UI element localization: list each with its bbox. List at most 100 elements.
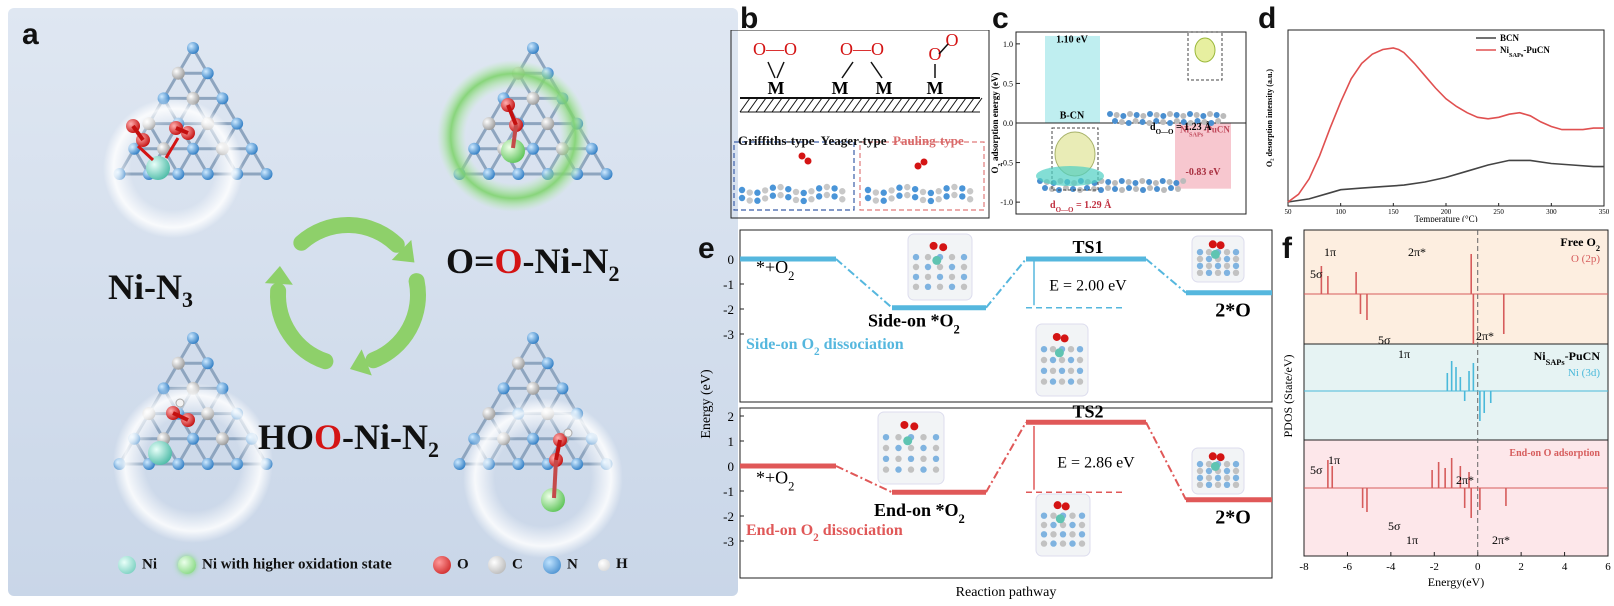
lattice-atom bbox=[920, 444, 927, 452]
surface-hatch bbox=[739, 97, 751, 113]
lattice-atom bbox=[960, 283, 968, 290]
lattice-atom bbox=[1058, 356, 1066, 364]
surface-hatch bbox=[771, 97, 783, 113]
sheet-atom bbox=[1118, 119, 1125, 125]
surface-hatch bbox=[755, 97, 767, 113]
h-atom bbox=[175, 398, 185, 408]
o-bond bbox=[175, 126, 189, 135]
lattice-atom bbox=[1078, 512, 1086, 519]
sheet-atom bbox=[808, 188, 815, 195]
lattice-atom bbox=[882, 434, 890, 441]
lattice-atom bbox=[932, 466, 940, 473]
axes-frame bbox=[1287, 29, 1605, 207]
ni-atom-icon bbox=[118, 556, 136, 574]
sheet-atom bbox=[800, 189, 807, 197]
sheet-atom bbox=[864, 186, 872, 194]
x-tick-label: 200 bbox=[1441, 208, 1452, 216]
o-atom bbox=[1060, 334, 1069, 343]
surface-hatch bbox=[963, 97, 975, 113]
charge-box-bottom bbox=[1051, 127, 1099, 191]
lattice-atom bbox=[907, 455, 915, 462]
o-atom bbox=[804, 157, 812, 165]
ni-high-atom bbox=[541, 488, 565, 512]
sheet-atom bbox=[1152, 180, 1159, 186]
sheet-atom bbox=[823, 191, 831, 199]
d-oo-bottom-label: dO—O = 1.29 Å bbox=[1050, 199, 1112, 214]
lattice-atom bbox=[1196, 248, 1204, 256]
lattice-atom bbox=[1196, 262, 1204, 270]
sheet-atom bbox=[1153, 112, 1160, 118]
n-atom bbox=[556, 382, 569, 395]
y-tick-label: -2 bbox=[723, 509, 734, 524]
lattice-atom bbox=[895, 434, 902, 441]
end-on-end-label: 2*O bbox=[1215, 507, 1251, 529]
sheet-atom bbox=[919, 196, 927, 204]
lattice-atom bbox=[924, 263, 932, 271]
lattice-atom bbox=[1232, 467, 1240, 475]
sheet-atom bbox=[959, 185, 966, 192]
cycle-arrow-head-icon bbox=[391, 239, 415, 263]
end-on-structure bbox=[877, 411, 945, 485]
ni-value-label: -0.83 eV bbox=[1186, 167, 1222, 178]
sheet-atom bbox=[1125, 179, 1132, 185]
y-tick-label: 0.0 bbox=[1003, 119, 1013, 128]
y-tick-label: -1 bbox=[723, 277, 734, 292]
surface-hatch bbox=[867, 97, 879, 113]
surface-hatch bbox=[763, 97, 775, 113]
griffiths-box bbox=[733, 141, 855, 211]
lattice-atom bbox=[1058, 367, 1066, 374]
sheet-atom bbox=[966, 196, 974, 203]
o-bond bbox=[131, 124, 145, 142]
y-tick-label: 0 bbox=[728, 252, 735, 267]
sheet-atom bbox=[1133, 112, 1140, 118]
lattice-atom bbox=[1078, 531, 1086, 538]
lattice-atom bbox=[1214, 481, 1222, 488]
lattice-atom bbox=[920, 434, 927, 441]
o-atom bbox=[929, 241, 938, 250]
lattice-atom bbox=[1205, 255, 1213, 263]
x-tick-label: 350 bbox=[1599, 208, 1610, 216]
sheet-atom bbox=[1168, 185, 1174, 191]
peak-annotation: 1π bbox=[1328, 453, 1340, 467]
sheet-atom bbox=[966, 188, 974, 195]
ni3d-legend: Ni (3d) bbox=[1568, 367, 1600, 379]
n-atom bbox=[541, 357, 554, 370]
bond-line bbox=[767, 61, 776, 79]
ni3d-spectrum bbox=[1304, 361, 1608, 421]
n-atom bbox=[245, 142, 258, 155]
lattice-atom bbox=[1049, 378, 1057, 385]
sheet-atom bbox=[951, 183, 958, 191]
lattice-atom bbox=[960, 253, 968, 261]
peak-annotation: 2π* bbox=[1456, 473, 1474, 487]
ts1-label: TS1 bbox=[1072, 237, 1103, 257]
o2p-legend: O (2p) bbox=[1571, 253, 1600, 265]
bcn-name-label: B-CN bbox=[1060, 110, 1085, 121]
sheet-atom bbox=[1173, 180, 1180, 186]
sheet-atom bbox=[1105, 185, 1111, 191]
lattice-atom bbox=[1196, 467, 1204, 475]
sheet-atom bbox=[1127, 111, 1133, 117]
lattice-atom bbox=[920, 466, 927, 473]
panel-a: Ni-N3 O=O-Ni-N2 HOO-Ni-N2 Ni Ni with hig… bbox=[8, 8, 738, 596]
cycle-arrow-head-icon bbox=[349, 349, 372, 376]
lattice-atom bbox=[1040, 521, 1048, 529]
o-atom bbox=[900, 420, 909, 429]
lattice-atom bbox=[1232, 248, 1240, 256]
lattice-atom bbox=[1067, 378, 1075, 385]
o-atom bbox=[1208, 240, 1217, 249]
lattice-atom bbox=[924, 273, 932, 281]
lattice-atom bbox=[1069, 521, 1076, 529]
sheet-atom bbox=[1187, 111, 1193, 117]
c-atom bbox=[171, 356, 185, 370]
lattice-atom bbox=[1196, 255, 1204, 263]
legend-label-bcn: BCN bbox=[1500, 33, 1520, 43]
lattice-atom bbox=[1076, 367, 1084, 374]
arrow-icon bbox=[136, 144, 155, 162]
sheet-atom bbox=[943, 193, 950, 200]
mode-griffiths: Griffiths-type bbox=[738, 133, 815, 148]
sheet-atom bbox=[785, 193, 792, 201]
y-tick-label: 0.5 bbox=[1003, 79, 1013, 88]
lattice-atom bbox=[1069, 531, 1076, 538]
sheet-atom bbox=[1132, 118, 1139, 124]
